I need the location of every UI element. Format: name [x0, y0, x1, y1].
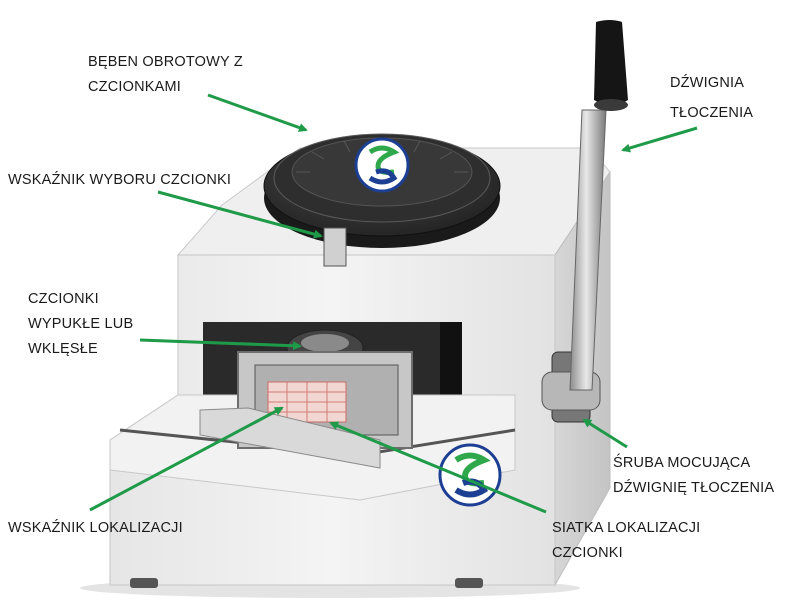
label-font-type: CZCIONKI WYPUKŁE LUB WKLĘSŁE: [28, 287, 133, 362]
label-font-type-line3: WKLĘSŁE: [28, 341, 98, 357]
label-type-drum: BĘBEN OBROTOWY Z CZCIONKAMI: [88, 50, 243, 100]
sg-logo-icon: [438, 443, 502, 507]
carriage-front-plate: [199, 407, 381, 469]
arrow-lever: [621, 126, 698, 153]
arrow-indicator: [157, 190, 323, 239]
label-embossing-lever: DŹWIGNIA TŁOCZENIA: [670, 68, 753, 128]
arrow-grid: [329, 421, 547, 514]
label-type-drum-line1: BĘBEN OBROTOWY Z: [88, 54, 243, 70]
arrow-font-type: [139, 338, 302, 351]
arrow-drum: [207, 93, 308, 132]
label-type-drum-line2: CZCIONKAMI: [88, 79, 182, 95]
sg-logo-icon: [354, 137, 410, 193]
label-embossing-lever-line1: DŹWIGNIA: [670, 75, 745, 91]
lever-handle: [594, 20, 628, 105]
callout-arrows: [89, 93, 698, 514]
slot-shadow: [440, 322, 462, 408]
arrow-locator: [89, 406, 284, 512]
label-font-indicator-line1: WSKAŹNIK WYBORU CZCIONKI: [8, 172, 232, 188]
label-lever-screw: ŚRUBA MOCUJĄCA DŹWIGNIĘ TŁOCZENIA: [613, 451, 774, 501]
label-location-indicator: WSKAŹNIK LOKALIZACJI: [8, 516, 183, 541]
label-location-grid: SIATKA LOKALIZACJI CZCIONKI: [552, 516, 700, 566]
lever-rod: [569, 109, 607, 391]
label-lever-screw-line1: ŚRUBA MOCUJĄCA: [613, 455, 751, 471]
label-font-indicator: WSKAŹNIK WYBORU CZCIONKI: [8, 168, 231, 193]
foot-right: [455, 578, 483, 588]
embossing-head-top: [301, 334, 349, 352]
label-font-type-line1: CZCIONKI: [28, 291, 99, 307]
arrow-screw: [582, 418, 628, 449]
label-font-type-line2: WYPUKŁE LUB: [28, 316, 134, 332]
label-location-grid-line2: CZCIONKI: [552, 545, 623, 561]
label-lever-screw-line2: DŹWIGNIĘ TŁOCZENIA: [613, 480, 775, 496]
label-location-indicator-line1: WSKAŹNIK LOKALIZACJI: [8, 520, 183, 536]
label-embossing-lever-line2: TŁOCZENIA: [670, 105, 754, 121]
foot-left: [130, 578, 158, 588]
font-selector-indicator: [323, 227, 347, 267]
label-location-grid-line1: SIATKA LOKALIZACJI: [552, 520, 701, 536]
lever-handle-cap: [594, 99, 628, 111]
